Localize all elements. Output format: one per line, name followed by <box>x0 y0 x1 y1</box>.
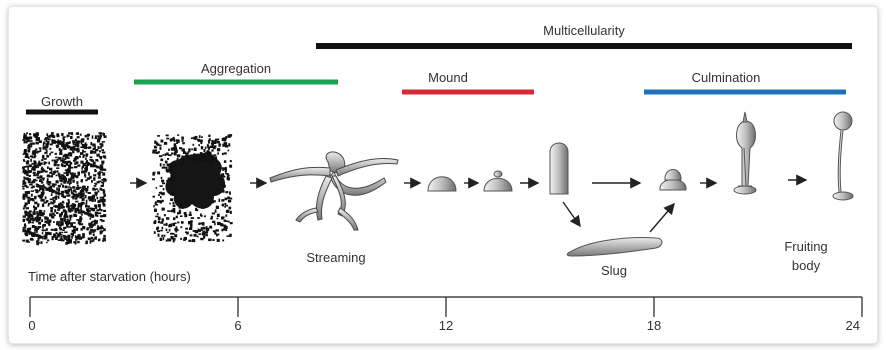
timeline-tick-label: 18 <box>647 318 661 333</box>
fruiting-body-label-line1: Fruiting <box>784 239 827 254</box>
timeline-tick-label: 6 <box>234 318 241 333</box>
phase-aggregation: Aggregation <box>134 61 338 82</box>
slug-icon <box>567 238 662 256</box>
arrow-icon <box>650 204 674 232</box>
slug-label: Slug <box>601 263 627 278</box>
aggregation-cells-icon <box>152 134 233 242</box>
multicellularity-label: Multicellularity <box>543 23 625 38</box>
finger-icon <box>550 143 568 194</box>
phase-culmination: Culmination <box>644 70 846 92</box>
arrow-icon <box>563 202 580 226</box>
streaming-icon <box>270 152 398 230</box>
fruiting-body-label-line2: body <box>792 258 821 273</box>
phase-multicellularity: Multicellularity <box>316 23 852 46</box>
timeline-axis: 0 6 12 18 24 <box>28 297 862 333</box>
timeline-title: Time after starvation (hours) <box>28 269 191 284</box>
fruiting-body-icon <box>833 112 853 200</box>
aggregation-label: Aggregation <box>201 61 271 76</box>
timeline-tick-label: 0 <box>28 318 35 333</box>
mound-label: Mound <box>428 70 468 85</box>
culminant-mid-icon <box>734 112 756 194</box>
streaming-label: Streaming <box>306 250 365 265</box>
growth-label: Growth <box>41 94 83 109</box>
phase-growth: Growth <box>26 94 98 112</box>
tipped-mound-icon <box>484 171 512 191</box>
mound-icon <box>428 177 456 191</box>
growth-cells-icon <box>22 132 107 245</box>
timeline-tick-label: 24 <box>846 318 860 333</box>
culminant-icon <box>660 170 686 191</box>
phase-mound: Mound <box>402 70 534 92</box>
culmination-label: Culmination <box>692 70 761 85</box>
timeline-tick-label: 12 <box>439 318 453 333</box>
